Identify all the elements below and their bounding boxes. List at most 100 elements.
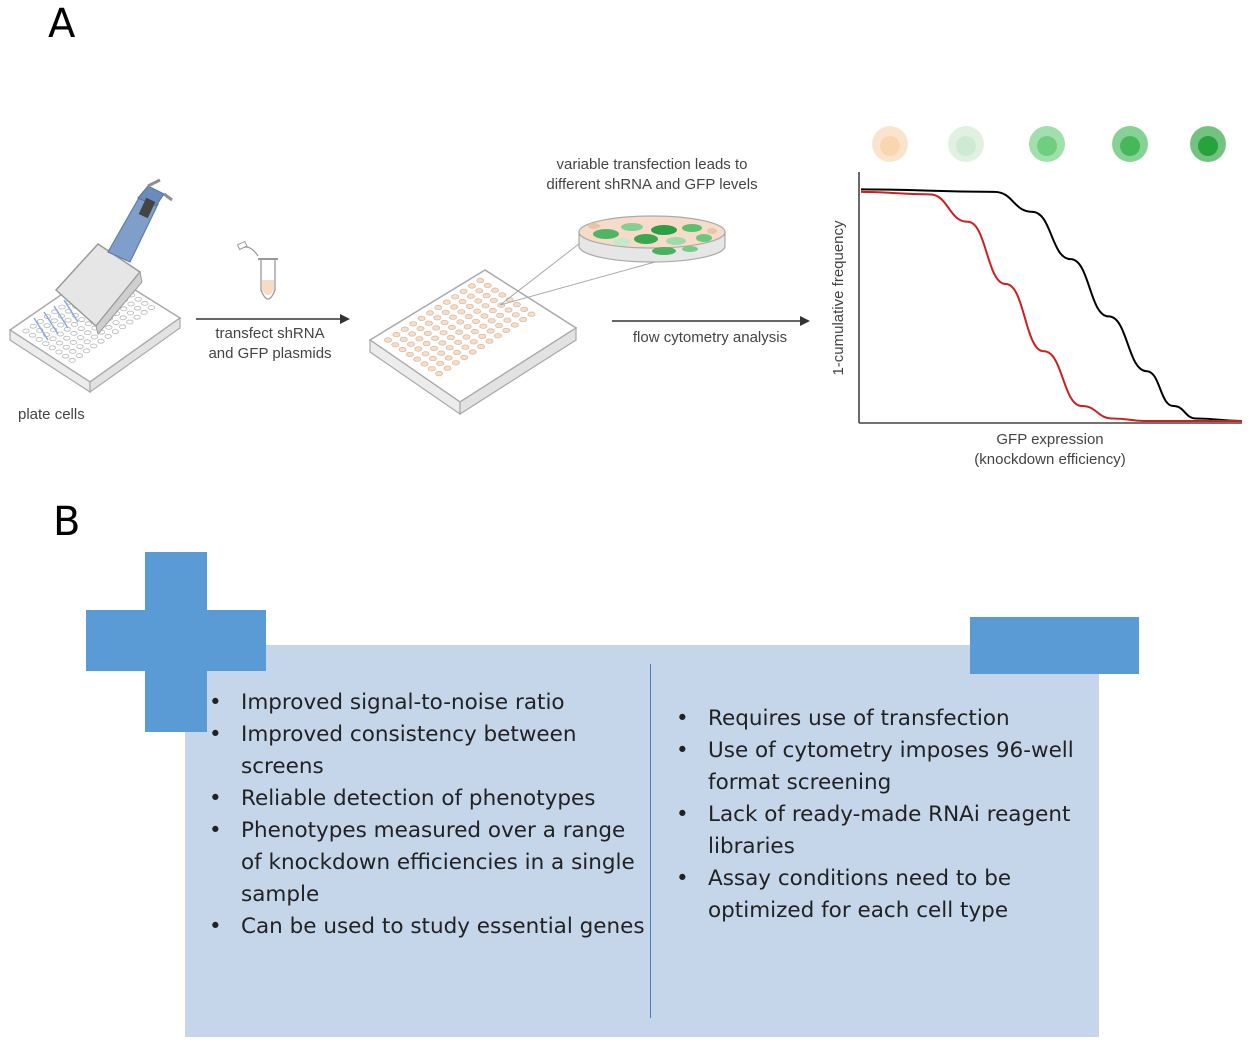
well [426,310,434,316]
cons-item: Use of cytometry imposes 96-well format … [676,735,1086,799]
cons-item: Lack of ready-made RNAi reagent librarie… [676,799,1086,863]
cell-nucleus [1120,136,1140,156]
well [134,296,142,302]
well [469,339,478,345]
x-axis-label: GFP expression (knockdown efficiency) [950,430,1150,470]
well [450,304,459,310]
pros-item: Can be used to study essential genes [209,911,649,943]
caption-transfect-line1: transfect shRNA [215,325,325,342]
culture-dish [578,215,726,263]
well [527,311,536,317]
well [28,332,37,338]
well [417,315,426,321]
well [423,330,432,336]
well [84,330,92,336]
pros-list: Improved signal-to-noise ratioImproved c… [209,687,649,943]
well [126,310,134,316]
pros-item: Phenotypes measured over a range of knoc… [209,815,649,911]
well [90,334,99,340]
caption-variable-line2: different shRNA and GFP levels [546,176,758,193]
pros-item: Improved consistency between screens [209,719,649,783]
well [488,308,497,314]
well [511,312,520,318]
well [430,345,438,351]
well [78,317,86,322]
well [77,335,85,340]
well [83,339,91,345]
well [472,318,480,324]
well [432,325,441,331]
well [140,310,148,315]
well [399,336,408,342]
well [444,355,453,361]
well [440,320,449,326]
caption-transfect: transfect shRNA and GFP plasmids [200,324,340,364]
well [464,314,473,320]
well [405,351,414,357]
well [416,326,425,332]
well [35,337,43,342]
tube-icon [236,240,278,300]
cons-item: Assay conditions need to be optimized fo… [676,863,1086,927]
panel-letter-a: A [48,1,76,47]
well [503,317,512,323]
well [391,342,400,348]
well [495,323,503,329]
well [493,333,502,339]
caption-variable-line1: variable transfection leads to [556,156,748,173]
well [447,324,456,330]
well [111,329,120,334]
well [83,348,91,354]
pros-cons-divider [650,664,651,1018]
well [119,315,127,321]
cell-nucleus [956,136,976,156]
cell-nucleus [880,136,900,156]
x-axis-label-main: GFP expression [996,431,1104,448]
well [457,309,466,315]
well [489,297,498,303]
cell-nucleus [1198,136,1218,156]
well [491,287,499,293]
well [120,306,128,312]
well [463,324,472,330]
arrow-flow [612,316,810,326]
well [458,299,467,305]
well [460,354,469,360]
well [68,358,76,363]
well [475,288,484,294]
well [413,356,422,362]
well [75,353,84,358]
well [55,349,63,355]
well [468,283,476,289]
well [438,340,447,346]
well [461,344,470,350]
well [453,350,461,356]
well [61,353,70,359]
well [427,366,436,372]
caption-flow-cytometry: flow cytometry analysis [632,329,788,346]
well [141,301,149,306]
well [459,288,468,294]
well [478,333,487,339]
caption-variable-transfection: variable transfection leads to different… [527,155,777,195]
well [414,346,423,352]
well [474,298,483,304]
well [504,307,513,313]
well [112,320,120,325]
well [415,336,424,342]
well [392,332,401,338]
panel-letter-b: B [53,499,81,545]
well [482,293,491,299]
well [42,341,50,346]
well [510,322,519,328]
well [468,349,477,355]
well [22,328,30,334]
gfp-chart: 1-cumulative frequency [830,172,1243,424]
well [398,347,407,353]
well [483,282,492,288]
well [470,329,479,335]
multichannel-pipette [33,178,173,341]
well [133,314,141,320]
well [451,360,460,366]
well [431,335,440,341]
